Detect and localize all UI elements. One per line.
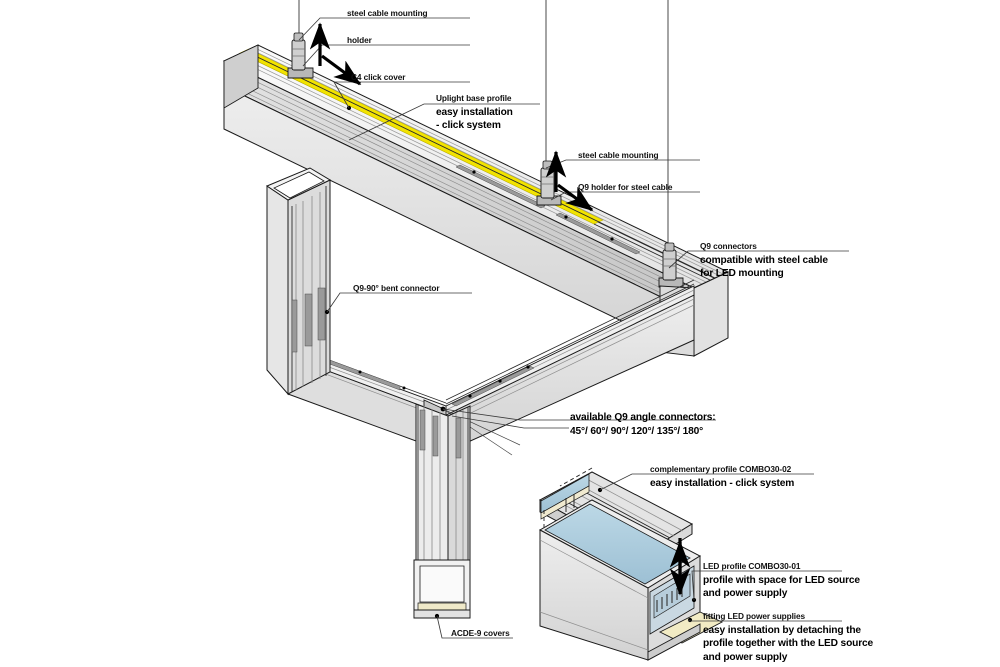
callout-c4-click-cover: C4 click cover <box>351 72 406 83</box>
callout-title: LED profile COMBO30-01 <box>703 561 801 571</box>
vertical-drop-profile-left <box>265 167 332 396</box>
vertical-drop-leg-center <box>413 403 471 619</box>
callout-title: C4 click cover <box>351 72 406 82</box>
callout-title: steel cable mounting <box>347 8 428 18</box>
uplight-base-profile-beam <box>222 44 730 357</box>
callout-complementary-profile-combo30-02: complementary profile COMBO30-02 easy in… <box>650 464 794 490</box>
callout-subline: compatible with steel cable <box>700 254 828 266</box>
callout-subline: easy installation - click system <box>650 477 795 489</box>
callout-subline: profile together with the LED source <box>703 638 874 650</box>
callout-subline: for LED mounting <box>700 268 784 280</box>
callout-title: Q9-90° bent connector <box>353 283 440 293</box>
q9-holder-1 <box>287 32 314 79</box>
callout-subline: easy installation <box>436 106 513 118</box>
callout-acde-9-covers: ACDE-9 covers <box>451 628 510 639</box>
callout-available-q9-angle-connectors: available Q9 angle connectors: 45°/ 60°/… <box>570 412 716 438</box>
callout-title: ACDE-9 covers <box>451 628 510 638</box>
arrow-down-right-2 <box>557 183 594 212</box>
callout-title: Uplight base profile <box>436 93 512 103</box>
callout-fitting-led-power-supplies: fitting LED power supplies easy installa… <box>703 611 873 664</box>
callout-subline: - click system <box>436 120 501 132</box>
lower-right-return-beam <box>445 279 695 453</box>
callout-subline: and power supply <box>703 588 788 600</box>
callout-q9-holder-for-steel-cable: Q9 holder for steel cable <box>578 182 672 193</box>
callout-title: steel cable mounting <box>578 150 659 160</box>
callout-q9-connectors: Q9 connectors compatible with steel cabl… <box>700 241 828 281</box>
callout-subline: and power supply <box>703 651 788 663</box>
callout-subline: 45°/ 60°/ 90°/ 120°/ 135°/ 180° <box>570 425 704 437</box>
callout-rules <box>346 17 849 639</box>
callout-holder: holder <box>347 35 372 46</box>
callout-steel-cable-mounting-mid: steel cable mounting <box>578 150 659 161</box>
callout-title: available Q9 angle connectors: <box>570 412 716 423</box>
callout-title: holder <box>347 35 372 45</box>
arrow-down-right-1 <box>321 54 362 86</box>
combo30-01-profile <box>538 499 724 661</box>
callout-subline: profile with space for LED source <box>703 574 860 586</box>
callout-led-profile-combo30-01: LED profile COMBO30-01 profile with spac… <box>703 561 860 601</box>
q9-connector-inserts <box>455 164 641 255</box>
callout-title: fitting LED power supplies <box>703 611 806 621</box>
acde-9-covers <box>413 559 471 619</box>
callout-q9-90-bent-connector: Q9-90° bent connector <box>353 283 440 294</box>
direction-arrows <box>309 22 691 596</box>
q9-holder-3 <box>658 242 684 288</box>
callout-title: complementary profile COMBO30-02 <box>650 464 792 474</box>
callout-title: Q9 holder for steel cable <box>578 182 673 192</box>
callout-steel-cable-mounting-top: steel cable mounting <box>347 8 428 19</box>
callout-title: Q9 connectors <box>700 241 757 251</box>
q9-90-bent-connector <box>291 287 326 353</box>
callout-subline: easy installation by detaching the <box>703 624 861 636</box>
callout-uplight-base-profile: Uplight base profile easy installation -… <box>436 93 513 133</box>
